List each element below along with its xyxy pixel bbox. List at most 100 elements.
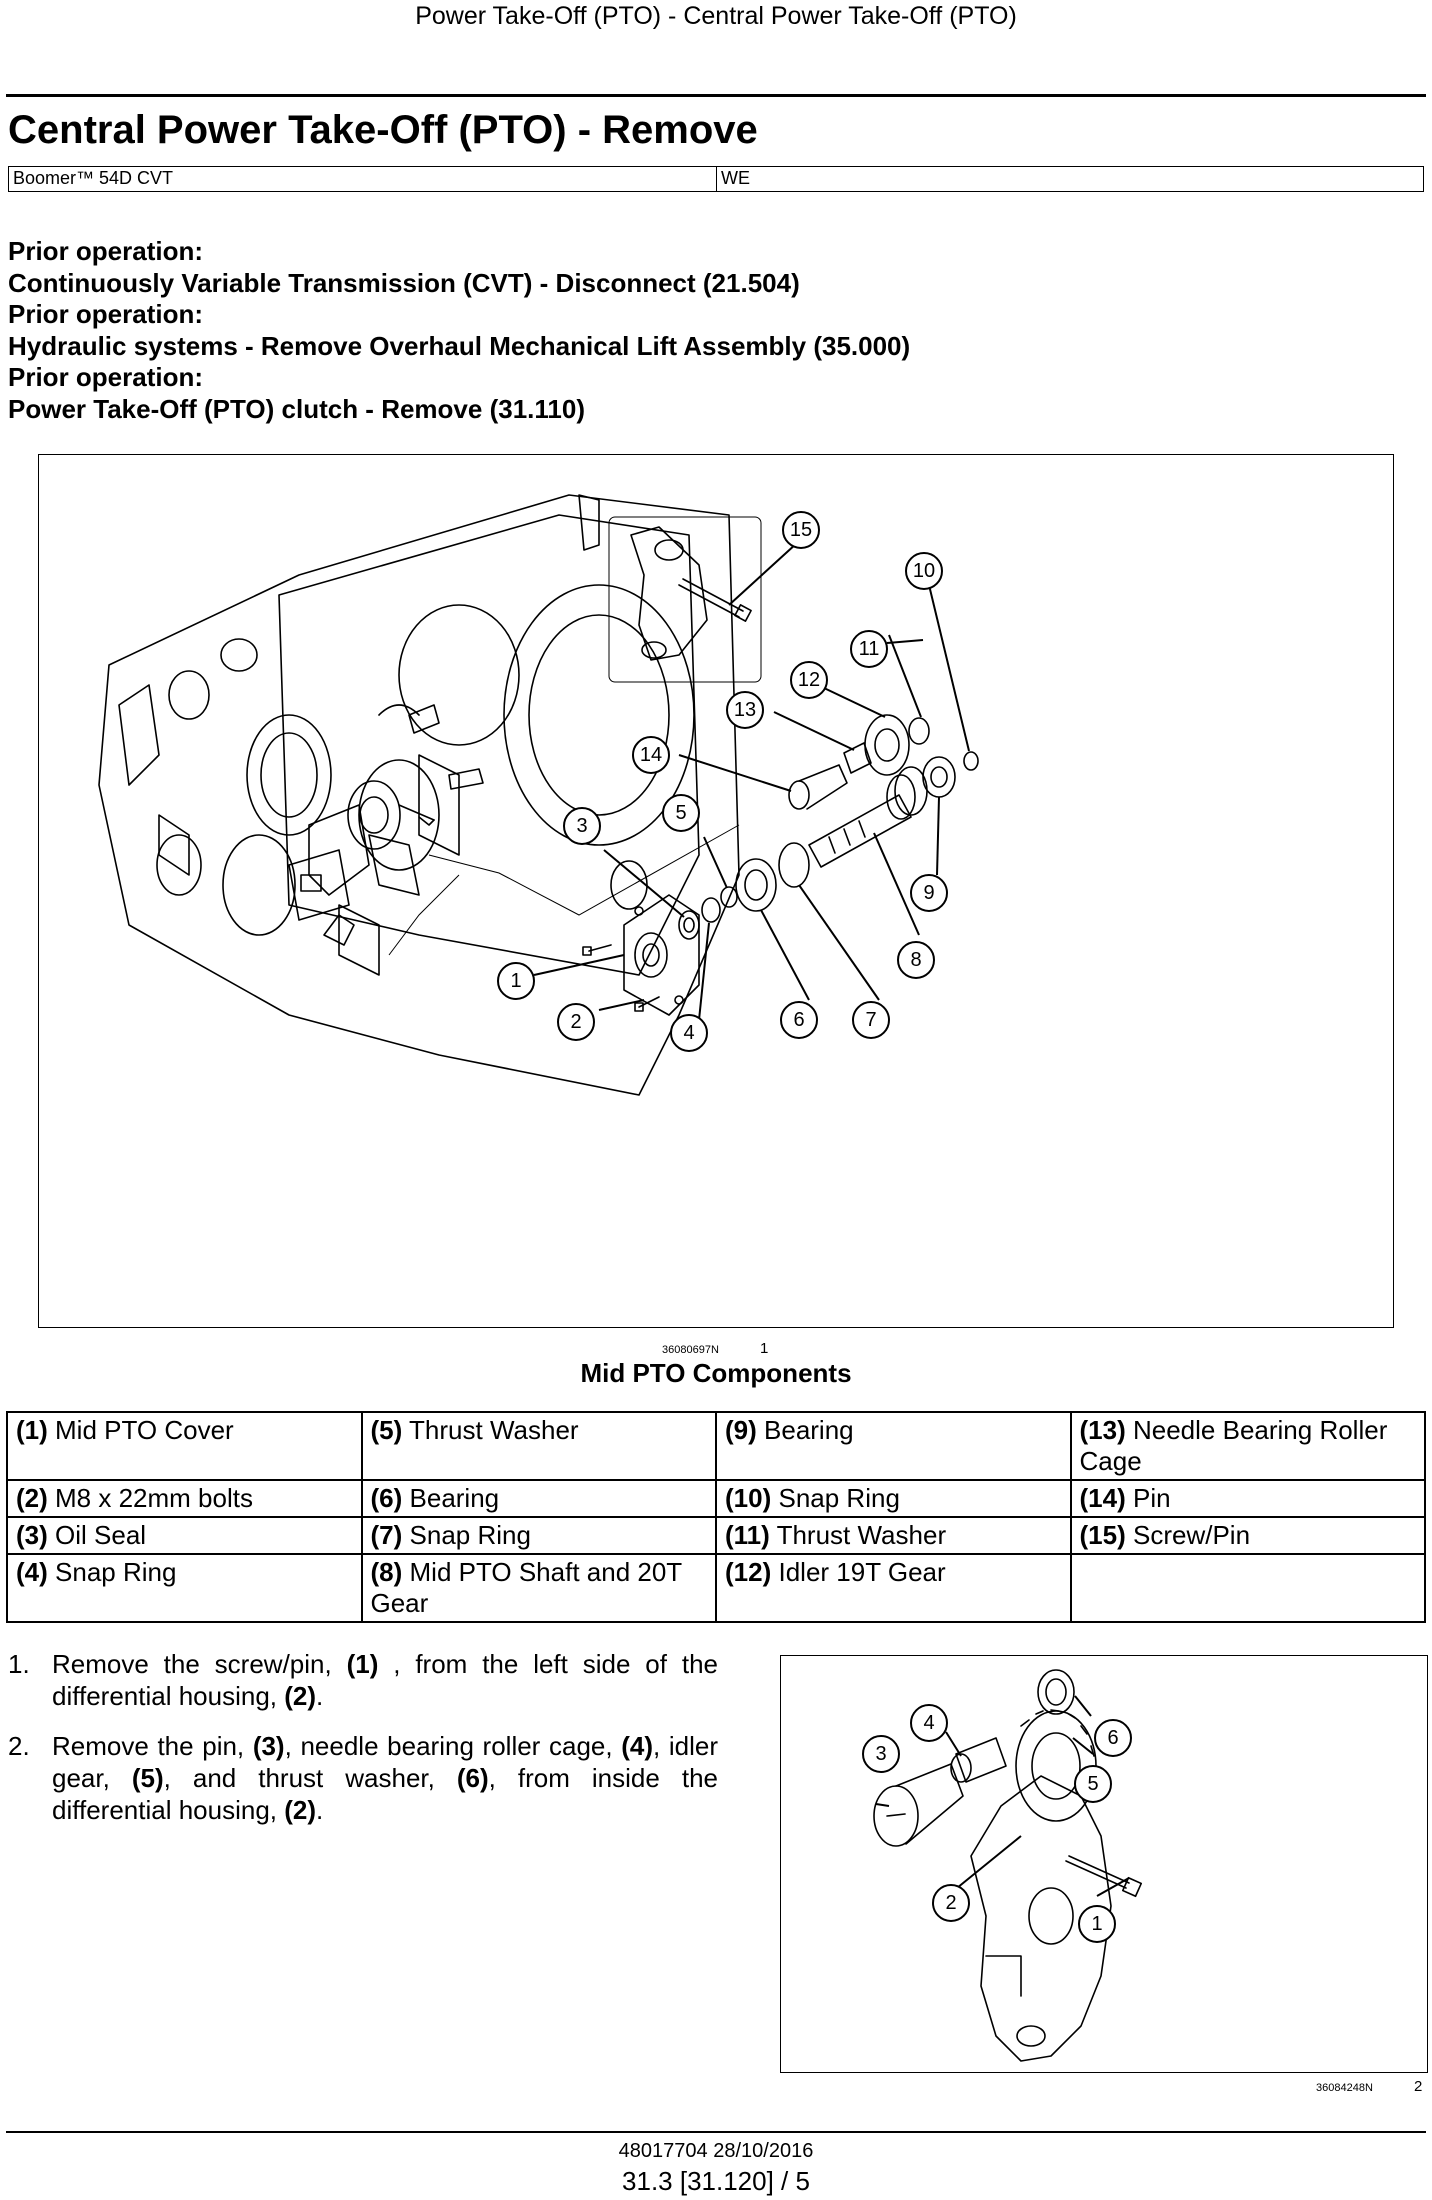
header-rule xyxy=(6,94,1426,97)
callout-label: 12 xyxy=(798,669,820,691)
step-number: 1. xyxy=(8,1649,30,1679)
table-cell xyxy=(1069,1553,1426,1623)
step-text: Remove the pin, (3), needle bearing roll… xyxy=(52,1731,719,1825)
transmission-housing-drawing xyxy=(98,494,740,1096)
prior-operation-label: Prior operation: xyxy=(8,299,204,329)
table-row: (4) Snap Ring (8) Mid PTO Shaft and 20T … xyxy=(6,1553,1426,1623)
table-cell: (4) Snap Ring xyxy=(6,1553,363,1623)
callout-label: 14 xyxy=(640,744,662,766)
callout-label: 7 xyxy=(865,1009,876,1031)
callout-label: 4 xyxy=(683,1022,694,1044)
figure-mid-pto-exploded-view: 1 2 3 4 5 6 7 8 9 10 11 12 13 14 15 xyxy=(38,454,1394,1328)
running-head: Power Take-Off (PTO) - Central Power Tak… xyxy=(415,2,1017,30)
figure-idler-gear-removal: 1 2 3 4 5 6 xyxy=(780,1655,1428,2073)
callout-label: 4 xyxy=(923,1712,934,1734)
callout-6: 6 xyxy=(780,1001,818,1039)
table-cell: (2) M8 x 22mm bolts xyxy=(6,1479,363,1518)
callout-label: 2 xyxy=(570,1011,581,1033)
callout-label: 6 xyxy=(1107,1727,1118,1749)
prior-operation-link[interactable]: Power Take-Off (PTO) clutch - Remove (31… xyxy=(8,393,585,424)
footer-page-number: 31.3 [31.120] / 5 xyxy=(622,2166,810,2196)
prior-operation-label: Prior operation: xyxy=(8,236,204,266)
figure-title: Mid PTO Components xyxy=(580,1358,852,1388)
callout-12: 12 xyxy=(790,661,828,699)
figure-number: 1 xyxy=(760,1340,769,1357)
callout-label: 11 xyxy=(859,638,880,660)
fig2-callout-6: 6 xyxy=(1094,1719,1132,1757)
table-cell: (5) Thrust Washer xyxy=(360,1411,717,1481)
table-cell: (11) Thrust Washer xyxy=(715,1516,1072,1555)
callout-label: 3 xyxy=(875,1743,886,1765)
callout-label: 6 xyxy=(793,1009,804,1031)
callout-13: 13 xyxy=(726,691,764,729)
page-title: Central Power Take-Off (PTO) - Remove xyxy=(8,108,758,152)
callout-3: 3 xyxy=(563,807,601,845)
table-row: (2) M8 x 22mm bolts (6) Bearing (10) Sna… xyxy=(6,1479,1426,1518)
procedure-steps: 1. Remove the screw/pin, (1) , from the … xyxy=(8,1648,718,1844)
callout-7: 7 xyxy=(852,1001,890,1039)
fig2-callout-3: 3 xyxy=(862,1735,900,1773)
fig2-callout-5: 5 xyxy=(1074,1765,1112,1803)
table-cell: (8) Mid PTO Shaft and 20T Gear xyxy=(360,1553,717,1623)
step-text: Remove the screw/pin, (1) , from the lef… xyxy=(52,1649,718,1711)
table-row: (3) Oil Seal (7) Snap Ring (11) Thrust W… xyxy=(6,1516,1426,1555)
callout-label: 3 xyxy=(576,815,587,837)
callout-leaders xyxy=(533,542,970,1021)
step-2: 2. Remove the pin, (3), needle bearing r… xyxy=(8,1730,718,1826)
table-cell: (15) Screw/Pin xyxy=(1069,1516,1426,1555)
table-cell: (1) Mid PTO Cover xyxy=(6,1411,363,1481)
prior-operation-label: Prior operation: xyxy=(8,362,204,392)
table-cell: (12) Idler 19T Gear xyxy=(715,1553,1072,1623)
table-cell: (7) Snap Ring xyxy=(360,1516,717,1555)
callout-label: 15 xyxy=(790,519,812,541)
callout-label: 5 xyxy=(1087,1773,1098,1795)
fig2-callout-2: 2 xyxy=(932,1884,970,1922)
callout-2: 2 xyxy=(557,1003,595,1041)
callout-label: 13 xyxy=(734,699,756,721)
callout-label: 1 xyxy=(1091,1913,1102,1935)
callout-label: 5 xyxy=(675,802,686,824)
idler-gear-drawing: 1 2 3 4 5 6 xyxy=(862,1669,1143,2062)
table-cell: (6) Bearing xyxy=(360,1479,717,1518)
callout-11: 11 xyxy=(850,630,888,668)
footer-rule xyxy=(6,2131,1426,2133)
callout-8: 8 xyxy=(897,941,935,979)
callout-4: 4 xyxy=(670,1014,708,1052)
callout-15: 15 xyxy=(782,511,820,549)
callout-label: 2 xyxy=(945,1892,956,1914)
step-1: 1. Remove the screw/pin, (1) , from the … xyxy=(8,1648,718,1712)
footer-document-id: 48017704 28/10/2016 xyxy=(618,2140,814,2162)
callout-1: 1 xyxy=(497,962,535,1000)
callout-label: 8 xyxy=(910,949,921,971)
model-cell: Boomer™ 54D CVT xyxy=(9,167,717,191)
callout-label: 9 xyxy=(923,882,934,904)
table-cell: (13) Needle Bearing Roller Cage xyxy=(1069,1411,1426,1481)
region-cell: WE xyxy=(721,168,750,188)
mid-pto-drawing: 1 2 3 4 5 6 7 8 9 10 11 12 13 14 15 xyxy=(98,494,979,1096)
prior-operation-link[interactable]: Hydraulic systems - Remove Overhaul Mech… xyxy=(8,330,911,361)
callout-14: 14 xyxy=(632,736,670,774)
figure-image-id: 36084248N xyxy=(1316,2082,1373,2094)
components-table: (1) Mid PTO Cover (5) Thrust Washer (9) … xyxy=(6,1411,1426,1623)
model-table: Boomer™ 54D CVT WE xyxy=(8,166,1424,192)
callout-10: 10 xyxy=(905,552,943,590)
inset-housing-drawing xyxy=(630,526,752,661)
table-cell: (3) Oil Seal xyxy=(6,1516,363,1555)
step-number: 2. xyxy=(8,1731,30,1761)
table-cell: (14) Pin xyxy=(1069,1479,1426,1518)
callout-label: 1 xyxy=(510,970,521,992)
prior-operations: Prior operation: Continuously Variable T… xyxy=(8,236,910,425)
figure-image-id: 36080697N xyxy=(662,1344,719,1356)
table-cell: (10) Snap Ring xyxy=(715,1479,1072,1518)
callout-9: 9 xyxy=(910,874,948,912)
callout-label: 10 xyxy=(913,560,935,582)
table-cell: (9) Bearing xyxy=(715,1411,1072,1481)
inset-frame xyxy=(608,516,762,683)
table-row: (1) Mid PTO Cover (5) Thrust Washer (9) … xyxy=(6,1411,1426,1481)
fig2-callout-4: 4 xyxy=(910,1704,948,1742)
fig2-callout-1: 1 xyxy=(1078,1905,1116,1943)
exploded-components-drawing xyxy=(582,714,979,1016)
figure-number: 2 xyxy=(1414,2078,1423,2095)
prior-operation-link[interactable]: Continuously Variable Transmission (CVT)… xyxy=(8,267,800,298)
housing-section-drawing xyxy=(873,1669,1143,2062)
